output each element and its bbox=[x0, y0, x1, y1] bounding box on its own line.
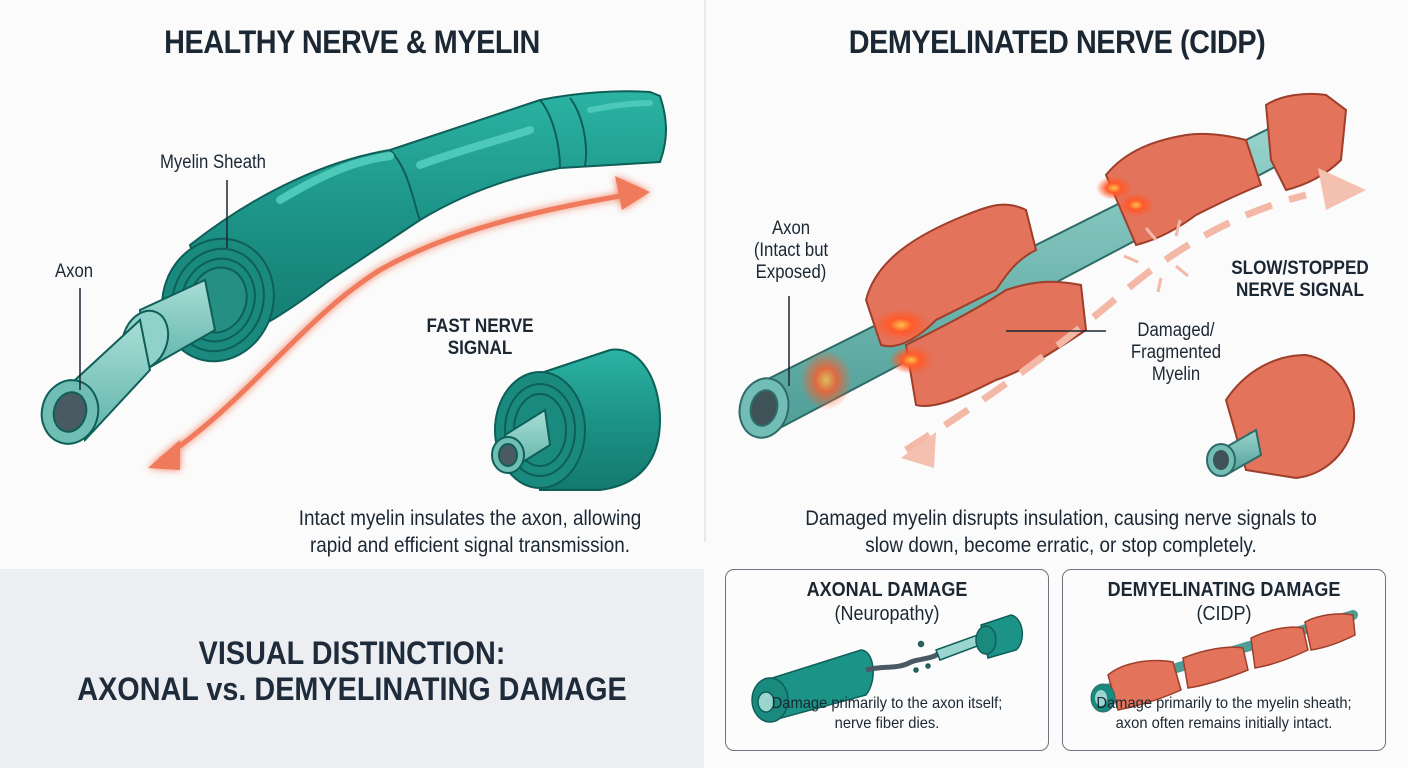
slow-signal-label: SLOW/STOPPED NERVE SIGNAL bbox=[1219, 258, 1381, 302]
exposed-axon-label-line1: Axon bbox=[771, 218, 811, 239]
axonal-damage-desc-line2: nerve fiber dies. bbox=[834, 715, 940, 732]
healthy-caption-line2: rapid and efficient signal transmission. bbox=[309, 534, 631, 557]
damaged-cross-section bbox=[1206, 353, 1356, 480]
demyelinated-caption: Damaged myelin disrupts insulation, caus… bbox=[769, 505, 1354, 559]
fast-signal-label: FAST NERVE SIGNAL bbox=[408, 316, 552, 360]
damaged-myelin-label-line1: Damaged/ bbox=[1137, 320, 1215, 341]
demyelinated-caption-line2: slow down, become erratic, or stop compl… bbox=[865, 534, 1257, 557]
visual-distinction-title-line1: VISUAL DISTINCTION: bbox=[198, 635, 506, 671]
demyelinating-damage-desc-line2: axon often remains initially intact. bbox=[1115, 715, 1333, 732]
myelin-sheath-shape bbox=[188, 90, 667, 347]
axonal-damage-desc-line1: Damage primarily to the axon itself; bbox=[771, 695, 1003, 712]
myelin-cross-section bbox=[491, 348, 662, 491]
fast-signal-label-line2: SIGNAL bbox=[447, 338, 513, 359]
axonal-damage-title: AXONAL DAMAGE bbox=[806, 579, 968, 601]
panel-divider bbox=[704, 0, 707, 542]
fast-signal-arrow bbox=[148, 176, 650, 470]
slow-signal-label-line1: SLOW/STOPPED bbox=[1231, 258, 1369, 279]
damaged-myelin-label: Damaged/ Fragmented Myelin bbox=[1114, 320, 1237, 386]
demyelinating-damage-subtitle: (CIDP) bbox=[1196, 603, 1252, 625]
demyelinated-caption-line1: Damaged myelin disrupts insulation, caus… bbox=[805, 507, 1317, 530]
axonal-damage-description: Damage primarily to the axon itself; ner… bbox=[739, 694, 1035, 734]
demyelinating-damage-illustration bbox=[1090, 610, 1358, 713]
demyelinating-damage-title: DEMYELINATING DAMAGE bbox=[1107, 579, 1341, 601]
signal-burst-icon bbox=[1123, 219, 1189, 293]
healthy-caption: Intact myelin insulates the axon, allowi… bbox=[272, 505, 668, 559]
visual-distinction-panel: VISUAL DISTINCTION: AXONAL vs. DEMYELINA… bbox=[0, 569, 704, 768]
damage-hotspots bbox=[800, 176, 1154, 410]
slow-signal-label-line2: NERVE SIGNAL bbox=[1236, 280, 1364, 301]
exposed-axon-label-line2: (Intact but bbox=[753, 240, 829, 261]
axon-shape bbox=[40, 278, 217, 445]
axonal-damage-illustration bbox=[751, 614, 1023, 723]
demyelinated-nerve-illustration bbox=[738, 92, 1366, 480]
healthy-nerve-title: HEALTHY NERVE & MYELIN bbox=[164, 24, 540, 60]
slow-signal-arrow bbox=[904, 191, 1307, 453]
visual-distinction-title-line2: AXONAL vs. DEMYELINATING DAMAGE bbox=[77, 671, 627, 707]
axon-label: Axon bbox=[55, 261, 94, 282]
axonal-damage-subtitle: (Neuropathy) bbox=[834, 603, 940, 625]
healthy-caption-line1: Intact myelin insulates the axon, allowi… bbox=[298, 507, 642, 530]
healthy-nerve-illustration bbox=[40, 90, 667, 491]
visual-distinction-title: VISUAL DISTINCTION: AXONAL vs. DEMYELINA… bbox=[35, 635, 669, 707]
damaged-myelin-label-line2: Fragmented bbox=[1130, 342, 1222, 363]
exposed-axon-label: Axon (Intact but Exposed) bbox=[734, 218, 848, 284]
demyelinating-damage-desc-line1: Damage primarily to the myelin sheath; bbox=[1096, 695, 1352, 712]
damaged-myelin-label-line3: Myelin bbox=[1151, 364, 1201, 385]
slow-signal-arrowhead-left bbox=[901, 432, 936, 468]
demyelinating-damage-description: Damage primarily to the myelin sheath; a… bbox=[1076, 694, 1372, 734]
healthy-nerve-panel: HEALTHY NERVE & MYELIN bbox=[0, 24, 704, 768]
exposed-axon-label-line3: Exposed) bbox=[755, 262, 827, 283]
demyelinated-nerve-title: DEMYELINATED NERVE (CIDP) bbox=[848, 24, 1266, 60]
demyelinating-damage-card: DEMYELINATING DAMAGE (CIDP) Damage prima… bbox=[1062, 569, 1386, 751]
fast-signal-label-line1: FAST NERVE bbox=[426, 316, 534, 337]
axonal-damage-card: AXONAL DAMAGE (Neuropathy) Damage primar… bbox=[725, 569, 1049, 751]
slow-signal-arrowhead-right bbox=[1318, 168, 1366, 210]
myelin-sheath-label: Myelin Sheath bbox=[160, 152, 266, 173]
